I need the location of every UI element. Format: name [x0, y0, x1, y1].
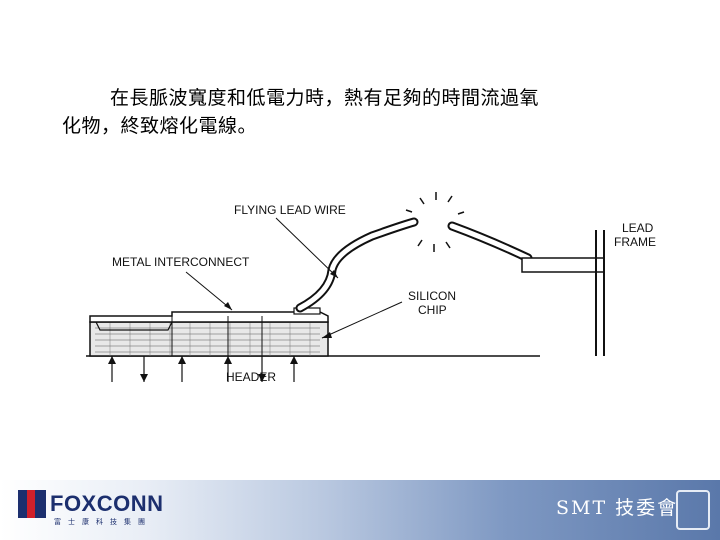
silicon-chip-leader [321, 301, 403, 339]
label-silicon-chip-1: SILICON [408, 289, 456, 303]
label-lead-frame-2: FRAME [614, 235, 656, 249]
caption-line-2: 化物，終致熔化電線。 [62, 115, 258, 137]
metal-interconnect-leader [185, 271, 233, 311]
fuse-burst [405, 192, 465, 252]
caption-text: 在長脈波寬度和低電力時，熱有足夠的時間流過氧 化物，終致熔化電線。 [62, 84, 662, 140]
brand-name: FOXCONN [50, 491, 164, 516]
flying-lead-wire-leader [275, 217, 339, 279]
caption-line-1: 在長脈波寬度和低電力時，熱有足夠的時間流過氧 [110, 87, 540, 109]
label-header: HEADER [226, 370, 276, 384]
footer-title: SMT 技委會 [556, 497, 679, 519]
lead-frame-bar [521, 257, 605, 273]
wire-bond-diagram: FLYING LEAD WIRE METAL INTERCONNECT LEAD… [86, 192, 656, 384]
label-flying-lead-wire: FLYING LEAD WIRE [234, 203, 346, 217]
foxconn-logo: FOXCONN 富士康科技集團 [18, 490, 178, 530]
label-lead-frame-1: LEAD [622, 221, 654, 235]
label-silicon-chip-2: CHIP [418, 303, 447, 317]
footer-corner-mark [676, 490, 710, 530]
header-block [89, 321, 329, 357]
brand-subtitle: 富士康科技集團 [54, 518, 152, 526]
footer-band [0, 480, 720, 540]
foxconn-logo-mark [18, 490, 46, 518]
metal-interconnect-layer [89, 311, 329, 323]
label-metal-interconnect: METAL INTERCONNECT [112, 255, 250, 269]
